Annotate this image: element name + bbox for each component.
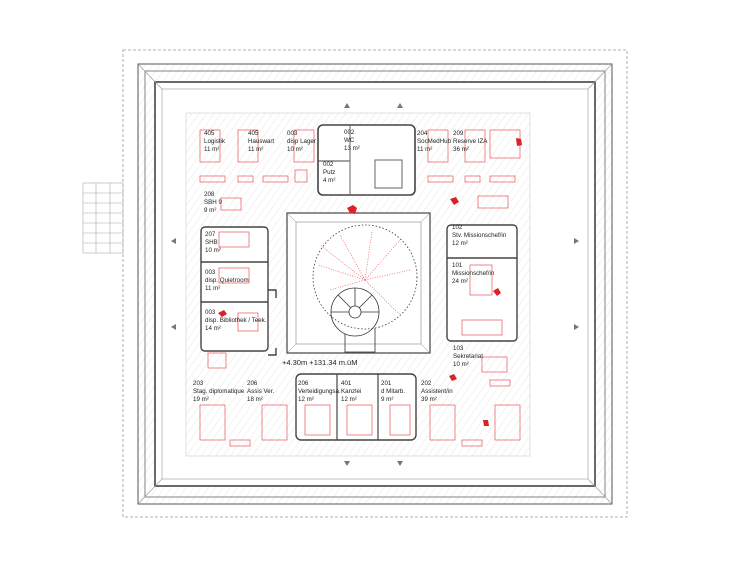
room-name: Logistik xyxy=(204,138,225,146)
room-number: 003 xyxy=(205,269,216,276)
room-name: Assis Ver. xyxy=(247,388,275,396)
room-name: Missionschef/in xyxy=(452,270,495,278)
room-area: 11 m² xyxy=(417,146,433,154)
room-area: 9 m² xyxy=(204,207,217,215)
bottom-room-row xyxy=(295,373,417,441)
room-name: SocMedHub xyxy=(417,138,452,146)
room-number: 206 xyxy=(247,380,258,387)
room-number: 201 xyxy=(381,380,392,387)
room-area: 11 m² xyxy=(248,146,264,154)
room-name: Verteidigungsa. xyxy=(298,388,341,396)
elevation-label: +4.30m +131.34 m.üM xyxy=(282,358,358,367)
room-number: 202 xyxy=(421,380,432,387)
room-area: 10 m² xyxy=(453,361,469,369)
room-name: Sekretariat xyxy=(453,353,483,361)
room-name: disp. Quietroom xyxy=(205,277,249,285)
room-number: 003 xyxy=(205,309,216,316)
room-area: 39 m² xyxy=(421,396,437,404)
room-name: WC xyxy=(344,137,355,145)
room-area: 36 m² xyxy=(453,146,469,154)
room-area: 12 m² xyxy=(298,396,314,404)
room-name: Stag. diplomatique xyxy=(193,388,245,396)
room-area: 12 m² xyxy=(452,240,468,248)
room-name: Kanzlei xyxy=(341,388,362,396)
room-area: 9 m² xyxy=(381,396,394,404)
spiral-staircase xyxy=(330,287,380,353)
room-name: SHB xyxy=(205,239,218,247)
room-area: 4 m² xyxy=(323,177,336,185)
room-name: disp. Bibliothek / Teek. xyxy=(205,317,267,325)
room-number: 401 xyxy=(341,380,352,387)
room-number: 405 xyxy=(204,130,215,137)
room-area: 24 m² xyxy=(452,278,468,286)
left-room-stack xyxy=(200,226,269,352)
site-boundary xyxy=(122,49,628,518)
room-number: 203 xyxy=(193,380,204,387)
furniture xyxy=(199,129,521,447)
right-room-stack xyxy=(446,224,518,342)
room-name: disp Lager xyxy=(287,138,316,146)
room-name: Hauswart xyxy=(248,138,275,146)
room-number: 405 xyxy=(248,130,259,137)
room-area: 10 m² xyxy=(287,146,303,154)
room-number: 208 xyxy=(204,191,215,198)
room-number: 207 xyxy=(205,231,216,238)
room-number: 003 xyxy=(287,130,298,137)
room-number: 209 xyxy=(453,130,464,137)
room-name: SBH 9 xyxy=(204,199,222,207)
section-markers xyxy=(171,103,579,466)
left-annex xyxy=(82,182,124,254)
tree-branches xyxy=(317,231,411,316)
room-area: 18 m² xyxy=(247,396,263,404)
room-area: 11 m² xyxy=(204,146,220,154)
room-area: 10 m² xyxy=(205,247,221,255)
room-area: 14 m² xyxy=(205,325,221,333)
room-number: 204 xyxy=(417,130,428,137)
room-name: Putz xyxy=(323,169,336,177)
room-number: 101 xyxy=(452,262,463,269)
tree-canopy xyxy=(312,224,418,330)
room-name: d Mitarb. xyxy=(381,388,406,396)
room-number: 206 xyxy=(298,380,309,387)
room-number: 102 xyxy=(452,224,463,231)
room-area: 19 m² xyxy=(193,396,209,404)
room-name: Assistent/in xyxy=(421,388,453,396)
room-area: 13 m² xyxy=(344,145,360,153)
room-name: Reserve IZA xyxy=(453,138,488,146)
room-area: 12 m² xyxy=(341,396,357,404)
room-number: 002 xyxy=(344,129,355,136)
room-number: 103 xyxy=(453,345,464,352)
wc-core xyxy=(317,124,416,196)
room-name: Stv. Missionschef/in xyxy=(452,232,507,240)
room-area: 11 m² xyxy=(205,285,221,293)
atrium xyxy=(286,212,431,354)
room-number: 002 xyxy=(323,161,334,168)
chairs-accent xyxy=(218,138,522,426)
